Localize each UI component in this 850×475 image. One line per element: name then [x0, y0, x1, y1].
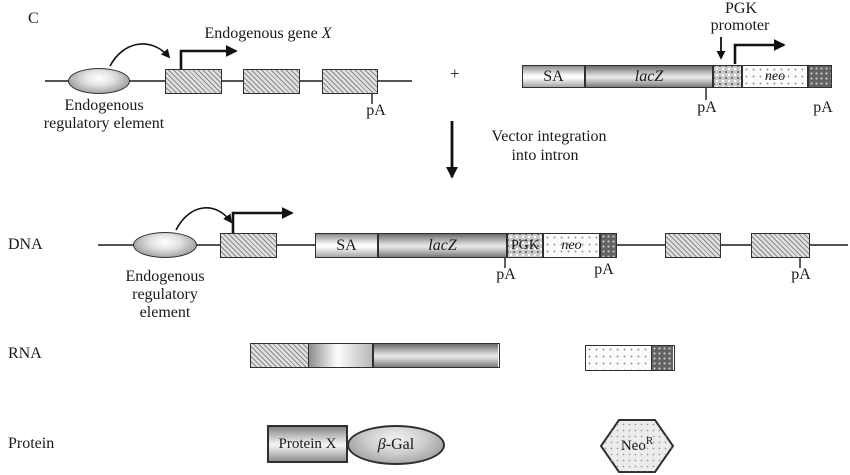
rna-pa-segment	[651, 346, 673, 370]
lacz-box: lacZ	[585, 65, 713, 88]
exon-box	[322, 69, 378, 94]
dna-regulatory-caption-line3: element	[139, 304, 191, 321]
lacz-label: lacZ	[428, 236, 457, 254]
pa-cassette-box	[600, 233, 617, 258]
enhancer-action-arrow	[109, 43, 171, 67]
splice-acceptor-box: SA	[315, 233, 378, 258]
regulatory-caption-line2: regulatory element	[43, 115, 165, 132]
rna-exon-segment	[251, 344, 308, 367]
protein-row-label: Protein	[8, 435, 55, 452]
pgk-label: PGK	[510, 237, 539, 253]
plus-sign: +	[450, 64, 460, 83]
sa-label: SA	[336, 236, 357, 254]
pa-label: pA	[697, 99, 717, 116]
exon-box	[665, 233, 721, 258]
dna-row-label: DNA	[8, 236, 43, 253]
rna-lacz-segment	[372, 344, 498, 367]
beta-gal-ellipse: β-Gal	[347, 425, 445, 465]
transcription-start-arrow	[733, 39, 786, 64]
rna-sa-segment	[308, 344, 372, 367]
rna-row-label: RNA	[8, 345, 42, 362]
pa-label: pA	[813, 99, 833, 116]
transcription-start-arrow	[179, 45, 238, 69]
endogenous-gene-title: Endogenous gene X	[204, 25, 332, 42]
beta-gal-label: β-Gal	[377, 436, 415, 453]
pa-label: pA	[366, 102, 386, 119]
exon-box	[243, 69, 300, 94]
enhancer-action-arrow	[175, 207, 233, 231]
protein-x-box: Protein X	[267, 425, 348, 463]
lacz-label: lacZ	[634, 67, 664, 85]
pgk-promoter-box	[713, 65, 742, 88]
neo-r-label: NeoR	[620, 435, 654, 454]
pa-cassette-box	[808, 65, 832, 88]
regulatory-element-ellipse	[133, 232, 197, 258]
pgk-promoter-caption-line1: PGK	[724, 0, 758, 17]
dna-regulatory-caption-line1: Endogenous	[125, 268, 205, 285]
exon-box	[751, 233, 810, 258]
rna-neo-transcript	[585, 345, 675, 371]
integration-caption-line2: into intron	[511, 147, 579, 164]
regulatory-element-ellipse	[68, 68, 130, 94]
integration-caption-line1: Vector integration	[491, 128, 607, 145]
pgk-promoter-box: PGK	[507, 233, 543, 258]
exon-box	[165, 69, 222, 94]
lacz-box: lacZ	[378, 233, 507, 258]
splice-acceptor-box: SA	[522, 65, 585, 88]
pa-label: pA	[594, 261, 614, 278]
pa-label: pA	[791, 266, 811, 283]
regulatory-caption-line1: Endogenous	[64, 97, 144, 114]
dna-regulatory-caption-line2: regulatory	[132, 286, 198, 303]
pa-label: pA	[496, 266, 516, 283]
transcription-start-arrow	[231, 207, 294, 233]
pgk-promoter-caption-line2: promoter	[710, 17, 770, 34]
neo-label: neo	[764, 68, 786, 84]
exon-box	[220, 233, 277, 258]
neo-box: neo	[742, 65, 808, 88]
neo-label: neo	[561, 237, 582, 253]
panel-label: C	[28, 10, 39, 27]
protein-x-label: Protein X	[278, 435, 337, 452]
rna-fusion-transcript	[250, 343, 500, 368]
sa-label: SA	[543, 67, 564, 85]
rna-neo-segment	[586, 346, 651, 370]
neo-box: neo	[543, 233, 600, 258]
